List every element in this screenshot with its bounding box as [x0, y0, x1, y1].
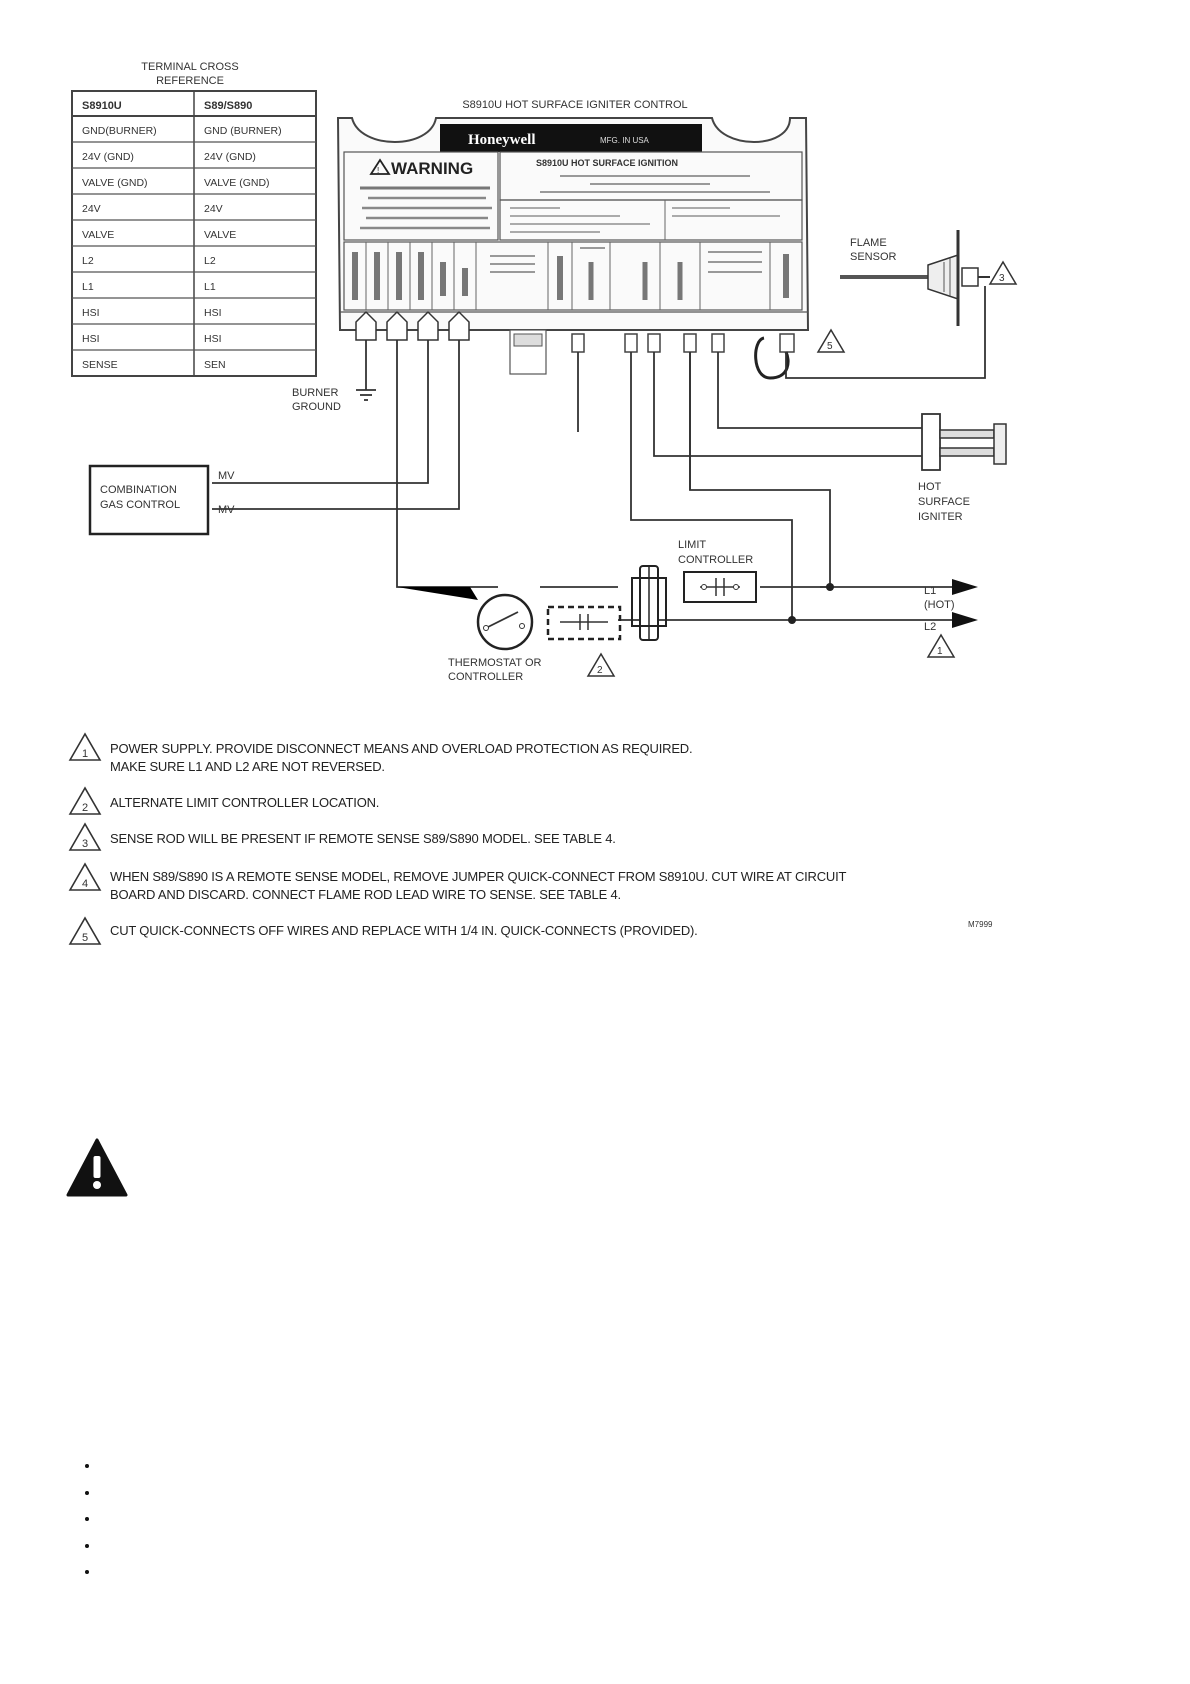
control-warning-title: WARNING — [391, 159, 473, 178]
table-header-s89: S89/S890 — [204, 100, 252, 112]
callout-triangle-2-icon: 2 — [586, 652, 616, 677]
limit-label-1: LIMIT — [678, 539, 706, 551]
svg-text:1: 1 — [937, 646, 943, 657]
table-cell: GND (BURNER) — [204, 125, 282, 137]
table-cell: VALVE — [204, 229, 236, 241]
l2-label: L2 — [924, 621, 936, 633]
note-3-triangle-icon: 3 — [68, 822, 102, 851]
note-1-triangle-icon: 1 — [68, 732, 102, 761]
svg-text:1: 1 — [82, 748, 88, 760]
table-header-s8910u: S8910U — [82, 100, 122, 112]
l1-hot-label: (HOT) — [924, 599, 955, 611]
table-cell: L1 — [82, 281, 94, 293]
flame-sensor-label-1: FLAME — [850, 237, 887, 249]
thermostat-label-2: CONTROLLER — [448, 671, 523, 683]
control-title: S8910U HOT SURFACE IGNITER CONTROL — [462, 99, 687, 111]
hot-surface-igniter-control: S8910U HOT SURFACE IGNITER CONTROL Honey… — [336, 99, 810, 380]
table-cell: 24V (GND) — [204, 151, 256, 163]
table-cell: HSI — [204, 333, 222, 345]
igniter-label-2: SURFACE — [918, 496, 970, 508]
callout-triangle-5-icon: 5 — [816, 328, 846, 353]
limit-controller: LIMIT CONTROLLER — [678, 539, 757, 603]
model-tag: MFG. IN USA — [600, 136, 650, 145]
table-cell: SEN — [204, 359, 226, 371]
mv-label-lower: MV — [218, 504, 235, 516]
terminal-cross-reference-table: TERMINAL CROSS REFERENCE S8910U S89/S890… — [71, 61, 317, 377]
table-title-line1: TERMINAL CROSS — [141, 61, 238, 73]
table-cell: L2 — [82, 255, 94, 267]
power-supply-lines: L1 (HOT) L2 1 — [924, 579, 978, 658]
burner-ground-label-2: GROUND — [292, 401, 341, 413]
igniter-label-3: IGNITER — [918, 511, 963, 523]
callout-triangle-3-icon: 3 — [988, 260, 1018, 285]
table-cell: GND(BURNER) — [82, 125, 157, 137]
honeywell-logo: Honeywell — [468, 132, 536, 148]
transformer — [631, 565, 667, 641]
l1-label: L1 — [924, 585, 936, 597]
svg-text:5: 5 — [82, 932, 88, 944]
note-2: ALTERNATE LIMIT CONTROLLER LOCATION. — [110, 794, 1030, 812]
callout-triangle-1-icon: 1 — [926, 633, 956, 658]
note-5-line1: CUT QUICK-CONNECTS OFF WIRES AND REPLACE… — [110, 923, 698, 938]
product-name: S8910U HOT SURFACE IGNITION — [536, 158, 678, 168]
bullet-list — [80, 1452, 100, 1585]
wiring-diagram: TERMINAL CROSS REFERENCE S8910U S89/S890… — [71, 61, 1018, 929]
table-cell: 24V (GND) — [82, 151, 134, 163]
note-5-triangle-icon: 5 — [68, 916, 102, 945]
note-4-line2: BOARD AND DISCARD. CONNECT FLAME ROD LEA… — [110, 887, 621, 902]
note-4: WHEN S89/S890 IS A REMOTE SENSE MODEL, R… — [110, 868, 1030, 904]
flame-sensor-label-2: SENSOR — [850, 251, 897, 263]
svg-text:3: 3 — [999, 273, 1005, 284]
note-3-line1: SENSE ROD WILL BE PRESENT IF REMOTE SENS… — [110, 831, 616, 846]
note-1-line1: POWER SUPPLY. PROVIDE DISCONNECT MEANS A… — [110, 741, 693, 756]
table-cell: L1 — [204, 281, 216, 293]
igniter-label-1: HOT — [918, 481, 942, 493]
table-cell: VALVE (GND) — [204, 177, 270, 189]
mv-label-upper: MV — [218, 470, 235, 482]
figure-id: M7999 — [968, 920, 993, 929]
note-5: CUT QUICK-CONNECTS OFF WIRES AND REPLACE… — [110, 922, 1030, 940]
thermostat-label-1: THERMOSTAT OR — [448, 657, 542, 669]
table-cell: 24V — [82, 203, 101, 215]
table-cell: L2 — [204, 255, 216, 267]
table-cell: SENSE — [82, 359, 118, 371]
gas-control-label-2: GAS CONTROL — [100, 499, 180, 511]
svg-text:2: 2 — [597, 665, 603, 676]
svg-text:5: 5 — [827, 341, 833, 352]
table-cell: 24V — [204, 203, 223, 215]
table-cell: HSI — [82, 333, 100, 345]
note-4-triangle-icon: 4 — [68, 862, 102, 891]
burner-ground-symbol: BURNER GROUND — [292, 387, 376, 413]
combination-gas-control: COMBINATION GAS CONTROL MV MV — [88, 464, 235, 536]
note-1-line2: MAKE SURE L1 AND L2 ARE NOT REVERSED. — [110, 759, 385, 774]
thermostat: THERMOSTAT OR CONTROLLER — [397, 587, 542, 683]
table-cell: VALVE (GND) — [82, 177, 148, 189]
burner-ground-label-1: BURNER — [292, 387, 339, 399]
alternate-limit-controller — [546, 605, 622, 641]
note-1: POWER SUPPLY. PROVIDE DISCONNECT MEANS A… — [110, 740, 1030, 776]
warning-icon — [66, 1138, 128, 1197]
note-4-line1: WHEN S89/S890 IS A REMOTE SENSE MODEL, R… — [110, 869, 847, 884]
svg-text:2: 2 — [82, 802, 88, 814]
hot-surface-igniter: HOT SURFACE IGNITER — [918, 413, 1007, 523]
note-2-triangle-icon: 2 — [68, 786, 102, 815]
junction-dot — [826, 583, 834, 591]
table-cell: HSI — [82, 307, 100, 319]
svg-text:4: 4 — [82, 878, 88, 890]
gas-control-label-1: COMBINATION — [100, 484, 177, 496]
svg-text:3: 3 — [82, 838, 88, 850]
note-3: SENSE ROD WILL BE PRESENT IF REMOTE SENS… — [110, 830, 1030, 848]
table-cell: VALVE — [82, 229, 114, 241]
junction-dot — [788, 616, 796, 624]
warning-exclaim-icon: ! — [377, 166, 379, 175]
limit-label-2: CONTROLLER — [678, 554, 753, 566]
table-title-line2: REFERENCE — [156, 75, 224, 87]
wires — [212, 286, 986, 621]
note-2-line1: ALTERNATE LIMIT CONTROLLER LOCATION. — [110, 795, 380, 810]
flame-sensor: FLAME SENSOR — [840, 230, 990, 326]
table-cell: HSI — [204, 307, 222, 319]
